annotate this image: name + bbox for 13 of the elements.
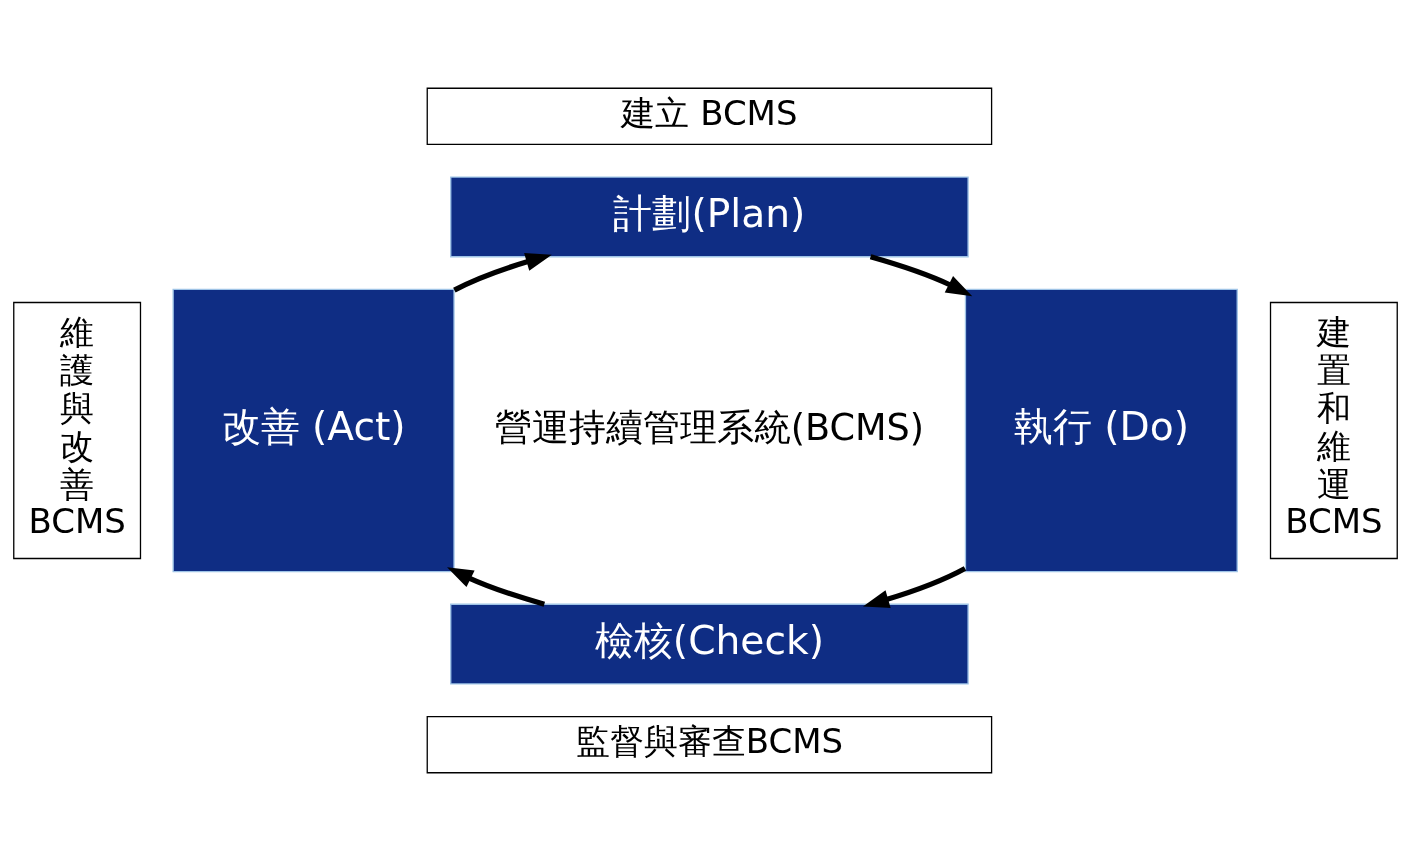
node-box: 檢核(Check) <box>450 603 969 685</box>
arrow <box>447 566 546 607</box>
arrow <box>453 252 552 292</box>
node-box: 建置和維運BCMS <box>1269 301 1398 559</box>
node-box: 建立 BCMS <box>426 87 993 145</box>
node-box: 維護與改善BCMS <box>13 301 142 559</box>
node-box: 計劃(Plan) <box>450 175 969 257</box>
label: 營運持續管理系統(BCMS) <box>494 405 925 449</box>
arrow <box>869 253 973 296</box>
arrow <box>862 565 967 608</box>
node-box: 改善 (Act) <box>172 288 455 572</box>
node-box: 執行 (Do) <box>964 288 1238 572</box>
node-box: 監督與審查BCMS <box>426 715 993 773</box>
